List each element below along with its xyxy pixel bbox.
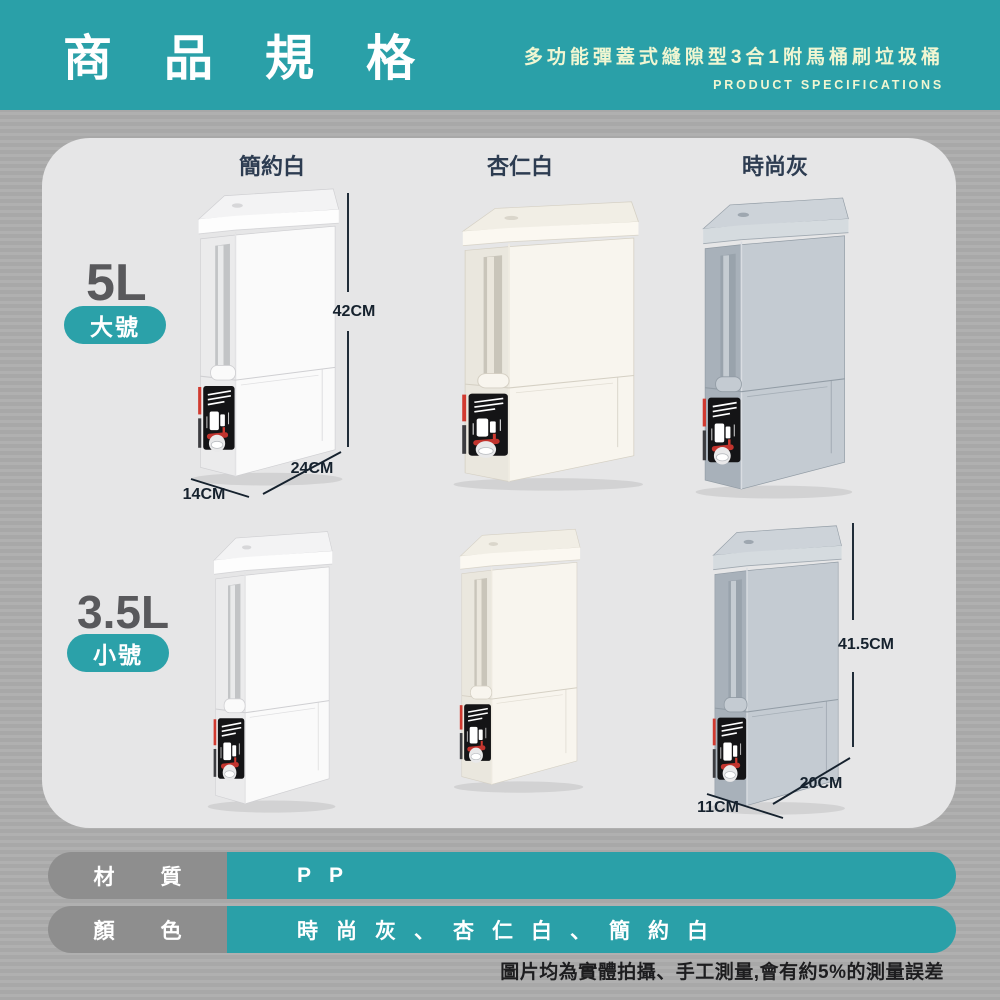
spec-label-material-text: 材質 — [93, 865, 228, 889]
dimension-depth-5l: 24CM — [290, 460, 334, 477]
spec-row-material: 材質 PP — [48, 852, 956, 899]
spec-label-color-text: 顏色 — [93, 919, 228, 943]
dimension-width-5l: 14CM — [182, 486, 226, 503]
header-right: 多功能彈蓋式縫隙型3合1附馬桶刷垃圾桶 PRODUCT SPECIFICATIO… — [524, 42, 944, 92]
spec-row-color: 顏色 時尚灰、杏仁白、簡約白 — [48, 906, 956, 953]
product-photo-3-5l-almond-white — [446, 524, 588, 794]
dimension-depth-3-5l: 20CM — [799, 775, 843, 792]
column-label-fashion-gray: 時尚灰 — [741, 154, 809, 179]
dimension-width-3-5l: 11CM — [697, 799, 739, 816]
product-photo-3-5l-simple-white — [200, 526, 340, 814]
product-photo-5l-fashion-gray — [686, 192, 858, 500]
size-badge-large: 大號 — [64, 306, 166, 344]
spec-value-material-text: PP — [297, 863, 362, 887]
product-name-en: PRODUCT SPECIFICATIONS — [713, 78, 944, 92]
spec-value-color-text: 時尚灰、杏仁白、簡約白 — [297, 919, 726, 943]
product-photo-3-5l-fashion-gray — [698, 520, 850, 816]
product-name: 多功能彈蓋式縫隙型3合1附馬桶刷垃圾桶 — [523, 47, 944, 68]
product-photo-5l-almond-white — [442, 196, 650, 492]
page-title: 商品規格 — [63, 32, 468, 86]
spec-value-color: 時尚灰、杏仁白、簡約白 — [227, 906, 956, 953]
spec-label-color: 顏色 — [48, 906, 227, 953]
spec-value-material: PP — [227, 852, 956, 899]
size-label-5l: 5L — [86, 254, 147, 312]
dimension-height-5l: 42CM — [332, 303, 376, 320]
spec-label-material: 材質 — [48, 852, 227, 899]
dimension-height-3-5l: 41.5CM — [837, 636, 895, 653]
size-label-3-5l: 3.5L — [77, 586, 170, 638]
header-band: 商品規格 多功能彈蓋式縫隙型3合1附馬桶刷垃圾桶 PRODUCT SPECIFI… — [0, 0, 1000, 110]
column-label-simple-white: 簡約白 — [238, 154, 306, 179]
column-label-almond-white: 杏仁白 — [486, 154, 554, 179]
measurement-disclaimer: 圖片均為實體拍攝、手工測量,會有約5%的測量誤差 — [500, 962, 944, 983]
product-photo-5l-simple-white — [182, 183, 348, 487]
size-badge-small: 小號 — [67, 634, 169, 672]
